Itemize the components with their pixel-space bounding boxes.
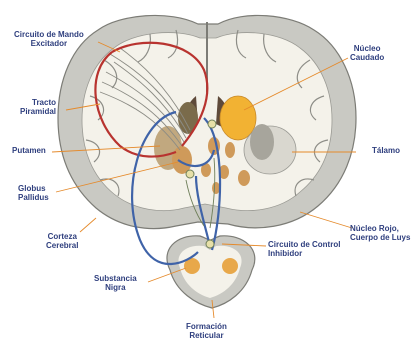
label-nucleo-rojo-cuerpo-de-luys: Núcleo Rojo, Cuerpo de Luys <box>350 224 410 242</box>
caudate-nucleus-right <box>220 96 256 140</box>
label-talamo: Tálamo <box>372 146 400 155</box>
label-putamen: Putamen <box>12 146 46 155</box>
label-substancia-nigra: Substancia Nigra <box>94 274 137 292</box>
label-globus-pallidus: Globus Pallidus <box>18 184 49 202</box>
label-nucleo-caudado: Núcleo Caudado <box>350 44 384 62</box>
tract-node-bottom <box>206 240 214 248</box>
label-corteza-cerebral: Corteza Cerebral <box>46 232 78 250</box>
tract-node-mid <box>186 170 194 178</box>
red-nucleus <box>222 258 238 274</box>
putamen-right <box>250 124 274 160</box>
label-tracto-piramidal: Tracto Piramidal <box>20 98 56 116</box>
tract-node-top <box>208 120 216 128</box>
label-circuito-de-control-inhibidor: Circuito de Control Inhibidor <box>268 240 340 258</box>
label-formacion-reticular: Formación Reticular <box>186 322 227 340</box>
label-circuito-de-mando-excitador: Circuito de Mando Excitador <box>14 30 84 48</box>
